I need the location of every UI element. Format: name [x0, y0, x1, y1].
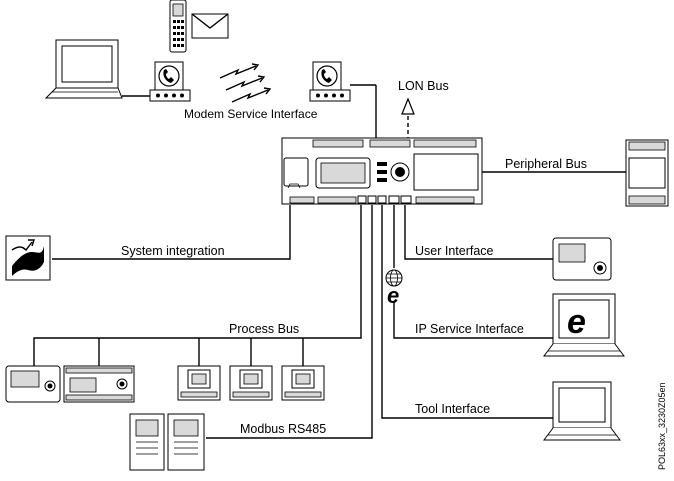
internet-globe-icon [385, 269, 403, 287]
modem-right-icon [309, 61, 351, 102]
lon-bus-arrow-icon [401, 97, 415, 115]
connection-lines [33, 85, 626, 439]
user-interface-line [404, 205, 553, 260]
system-integration-label: System integration [121, 244, 225, 258]
user-interface-label: User Interface [415, 244, 494, 258]
peripheral-bus-label: Peripheral Bus [505, 157, 587, 171]
modbus-label: Modbus RS485 [240, 422, 326, 436]
user-interface-device [552, 237, 612, 281]
peripheral-module [625, 139, 669, 207]
ip-line-lower [393, 302, 553, 339]
io-module-5 [281, 365, 325, 401]
ip-service-interface-label: IP Service Interface [415, 322, 524, 336]
browser-e-icon: e [567, 303, 586, 341]
modem-left-icon [149, 61, 191, 102]
modem-service-interface-label: Modem Service Interface [184, 107, 318, 121]
tool-interface-laptop [543, 381, 621, 441]
ip-service-computer: e [543, 293, 625, 357]
laptop-computer-icon [44, 39, 123, 99]
modbus-drive-2 [167, 413, 205, 471]
io-module-4 [229, 365, 273, 401]
modbus-line [206, 205, 373, 439]
room-unit-1 [5, 365, 61, 403]
process-bus-line [33, 205, 362, 366]
mobile-phone-icon [169, 0, 187, 53]
io-module-3 [177, 365, 221, 401]
lon-bus-label: LON Bus [398, 79, 449, 93]
controller-unit-2 [63, 365, 135, 403]
system-integration-icon [5, 235, 51, 281]
process-bus-label: Process Bus [229, 322, 299, 336]
wireless-signal-icon [219, 63, 272, 103]
envelope-icon [191, 13, 229, 39]
tool-interface-label: Tool Interface [415, 402, 490, 416]
figure-code: POL63xx_3230Z05en [657, 382, 667, 470]
internet-explorer-icon: e [387, 283, 399, 308]
system-integration-line [52, 205, 291, 260]
tool-interface-line [381, 205, 553, 419]
modbus-drive-1 [129, 413, 165, 471]
svg-text:e: e [387, 283, 399, 308]
main-controller [281, 137, 483, 205]
